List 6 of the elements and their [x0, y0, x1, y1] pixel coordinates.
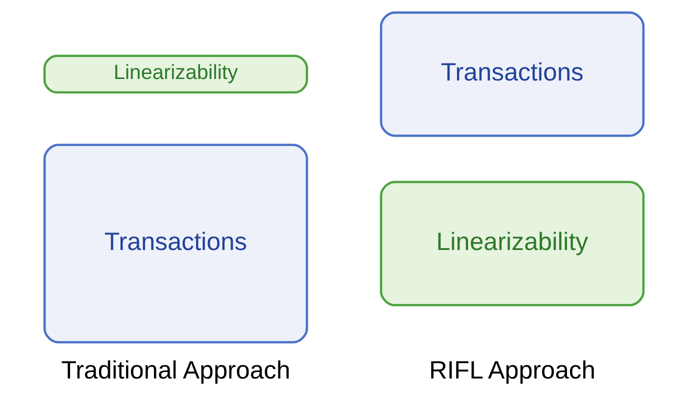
node-box: Linearizability — [42, 54, 308, 94]
node-box: Transactions — [42, 144, 308, 344]
label: Traditional Approach — [60, 356, 290, 384]
node-box: Linearizability — [379, 180, 644, 306]
label: RIFL Approach — [428, 356, 595, 384]
node-box: Transactions — [379, 11, 644, 137]
